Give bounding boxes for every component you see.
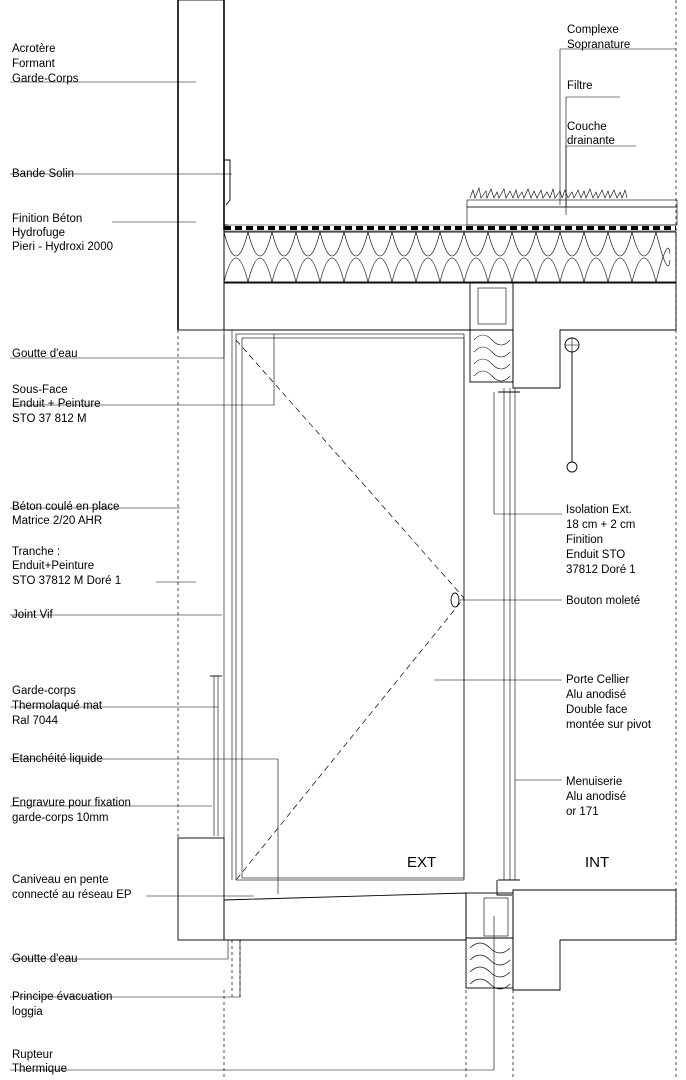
zone-ext: EXT: [407, 854, 436, 871]
label-goutte-eau-bottom: Goutte d'eau: [12, 953, 78, 965]
structure: [177, 0, 678, 1080]
door-assembly: [210, 333, 580, 896]
label-goutte-eau-top: Goutte d'eau: [12, 348, 78, 360]
vegetation: [469, 186, 628, 200]
label-bouton: Bouton moleté: [566, 595, 640, 607]
label-etancheite: Etanchéité liquide: [12, 753, 103, 765]
label-joint-vif: Joint Vif: [12, 609, 54, 621]
label-filtre: Filtre: [567, 80, 593, 92]
zone-int: INT: [585, 854, 609, 871]
label-bande-solin: Bande Solin: [12, 168, 74, 180]
leader-lines: [10, 48, 676, 1071]
